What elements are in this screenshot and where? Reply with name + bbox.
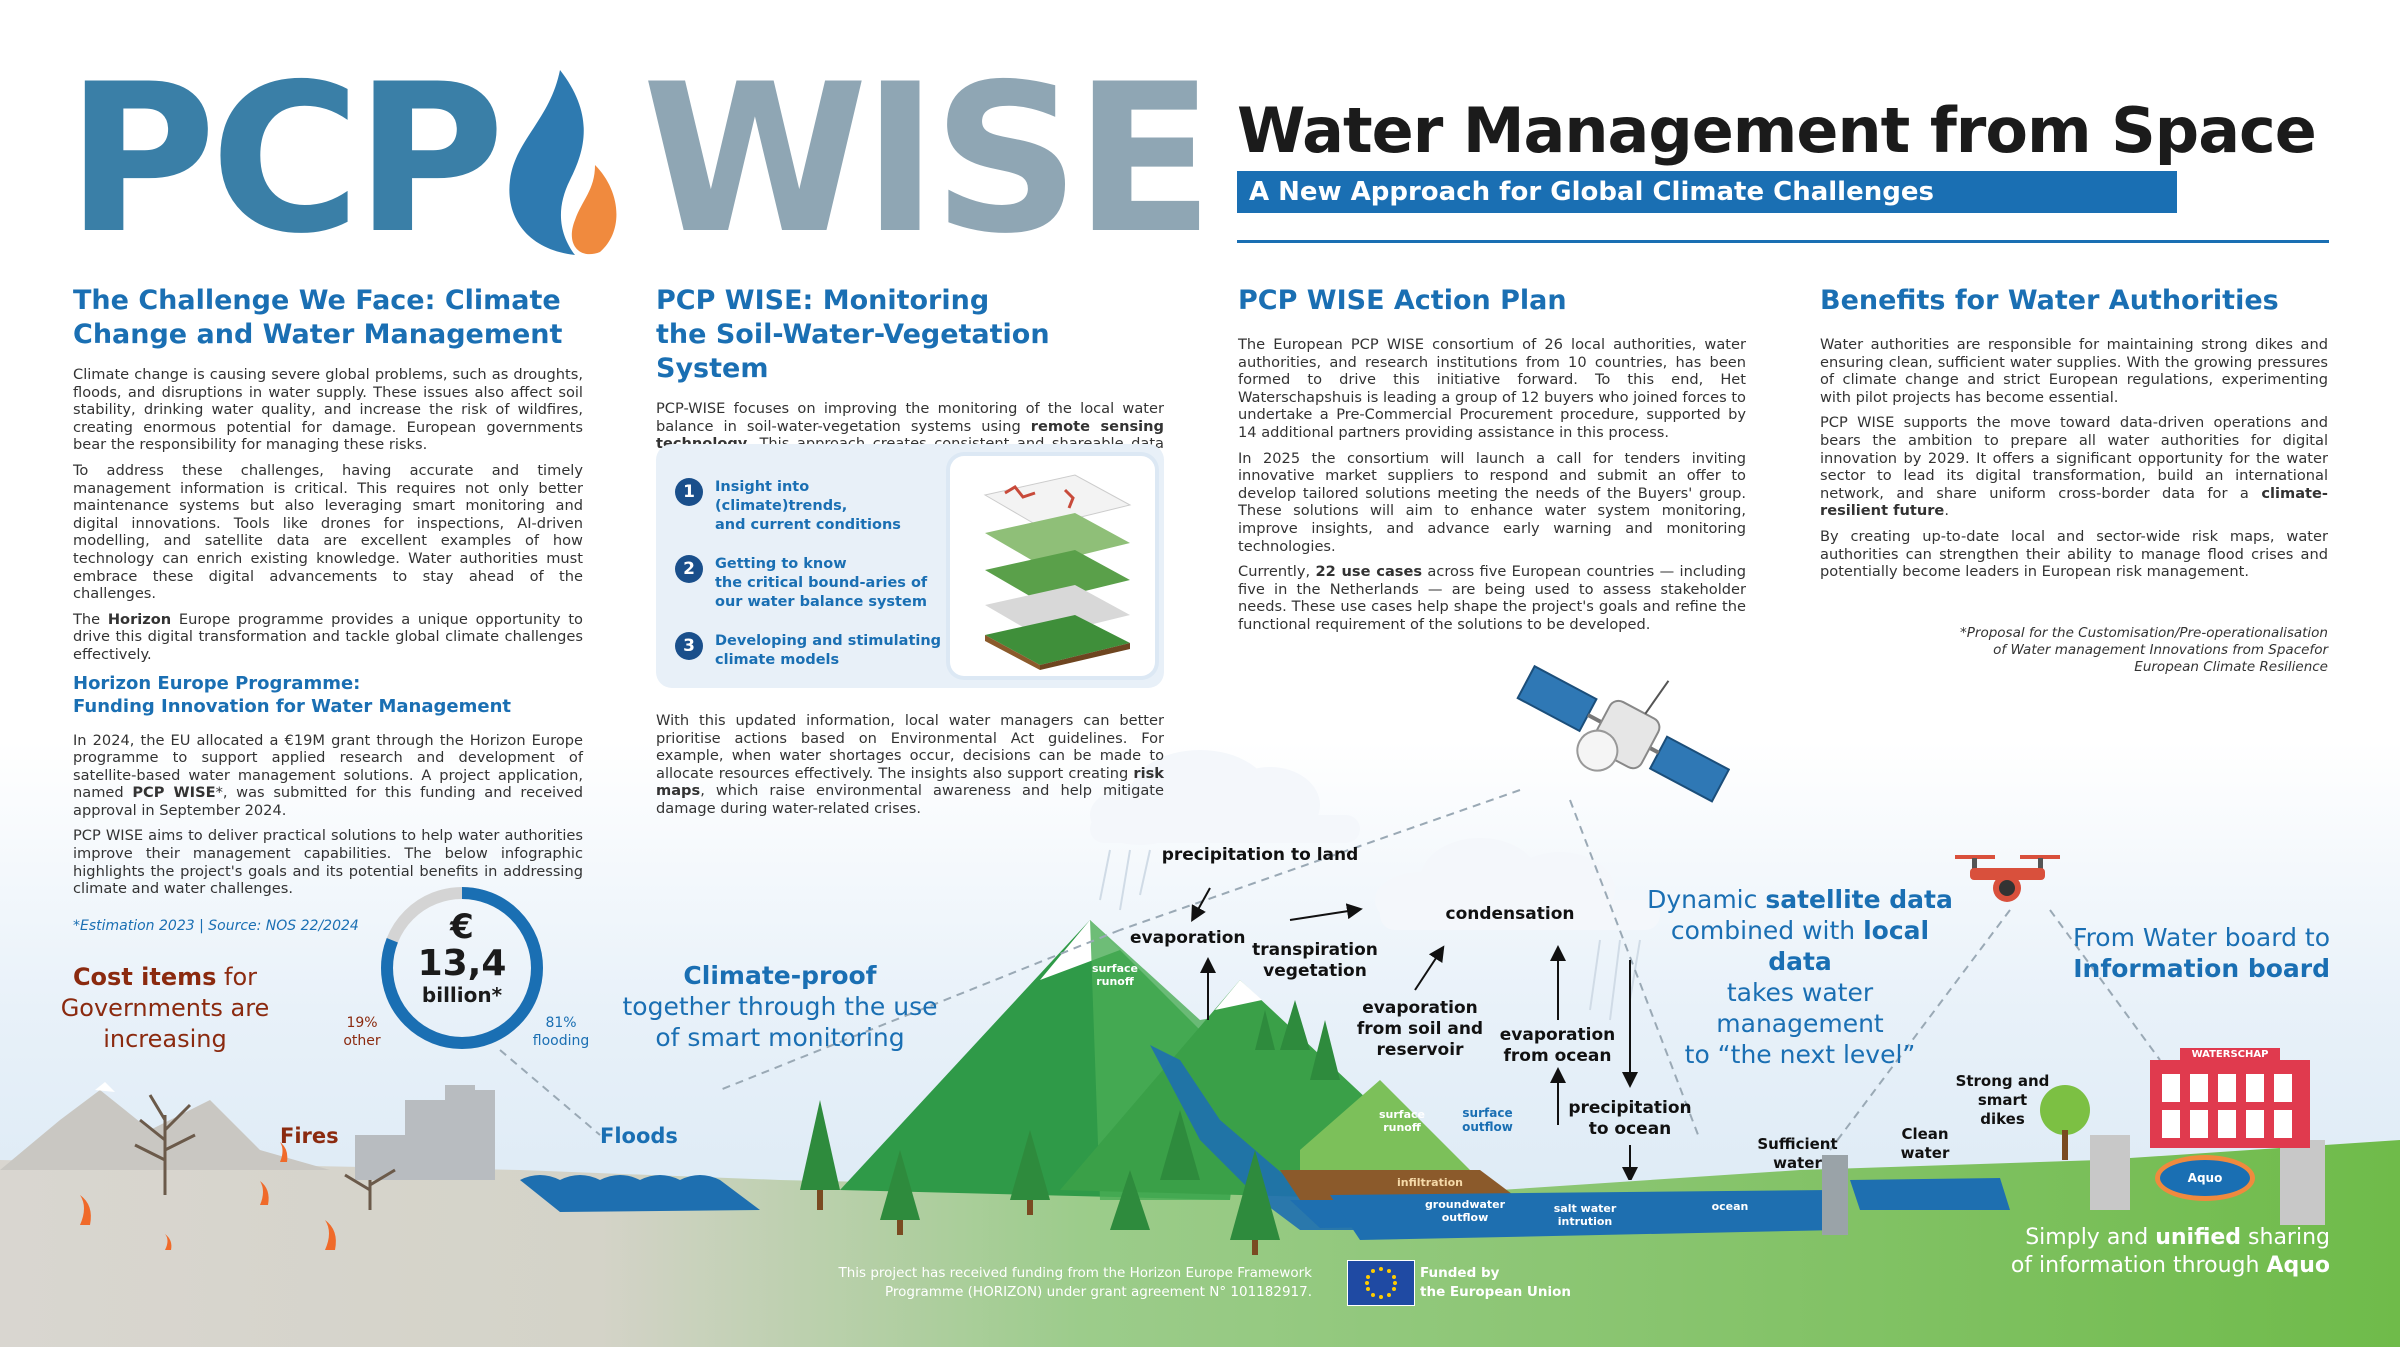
step-number-badge: 3 — [675, 632, 703, 660]
donut-center: € 13,4 billion* — [378, 910, 546, 1006]
monitoring-text-2: With this updated information, local wat… — [656, 712, 1164, 817]
pct-flooding: 81%flooding — [532, 1015, 590, 1049]
soil-layers-illustration — [983, 474, 1132, 670]
proposal-note: *Proposal for the Customisation/Pre-oper… — [1960, 624, 2328, 675]
aquo-logo: Aquo — [2160, 1160, 2250, 1196]
estimation-footnote: *Estimation 2023 | Source: NOS 22/2024 — [73, 917, 359, 934]
page-title: Water Management from Space — [1237, 94, 2317, 167]
step-number-badge: 1 — [675, 478, 703, 506]
waterschap-building: WATERSCHAP — [2150, 1048, 2310, 1148]
benefits-heading: Benefits for Water Authorities — [1820, 285, 2279, 316]
donut-flooding-segment — [381, 887, 543, 1049]
column-action-plan: PCP WISE Action Plan The European PCP WI… — [1238, 284, 1746, 642]
horizon-text: In 2024, the EU allocated a €19M grant t… — [73, 731, 583, 898]
column-benefits: Benefits for Water Authorities Water aut… — [1820, 284, 2328, 676]
euro-symbol: € — [450, 907, 474, 947]
groundwater-outflow-label: groundwater outflow — [1424, 1198, 1506, 1224]
step-text: Insight into (climate)trends,and current… — [715, 479, 901, 533]
logo-wise: WISE — [642, 41, 1214, 279]
aquo-sharing-label: Simply and unified sharing of informatio… — [2010, 1225, 2330, 1278]
donut-value: 13,4 — [417, 943, 507, 984]
floods-label: Floods — [600, 1124, 678, 1148]
challenge-text: Climate change is causing severe global … — [73, 366, 583, 663]
header-divider — [1237, 240, 2329, 243]
dynamic-data-label: Dynamic satellite data combined with loc… — [1647, 885, 1953, 1069]
pct-other: 19%other — [343, 1015, 381, 1049]
infiltration-label: infiltration — [1396, 1176, 1464, 1189]
donut-unit: billion* — [421, 983, 503, 1007]
waterschap-sign: WATERSCHAP — [2180, 1048, 2280, 1062]
evaporation-label: evaporation — [1130, 928, 1246, 948]
step-item: 1 Insight into (climate)trends,and curre… — [675, 478, 945, 535]
step-number-badge: 2 — [675, 555, 703, 583]
drone-icon — [1955, 855, 2060, 902]
benefits-text: Water authorities are responsible for ma… — [1820, 336, 2328, 581]
horizon-subheading: Horizon Europe Programme:Funding Innovat… — [73, 672, 511, 717]
cost-donut-chart — [381, 887, 543, 1049]
ocean-label: ocean — [1711, 1200, 1749, 1213]
page-subtitle: A New Approach for Global Climate Challe… — [1237, 171, 2177, 213]
logo-pcp: PCP — [66, 41, 505, 279]
precipitation-land-label: precipitation to land — [1161, 845, 1359, 865]
funding-statement: This project has received funding from t… — [838, 1265, 1312, 1300]
logo-flame-icon — [509, 70, 617, 255]
eu-flag-icon — [1347, 1260, 1415, 1306]
satellite-icon — [1516, 664, 1730, 803]
steps-list: 1 Insight into (climate)trends,and curre… — [675, 478, 945, 670]
water-cycle-arrows — [1191, 887, 1638, 1180]
fires-label: Fires — [280, 1124, 339, 1148]
condensation-label: condensation — [1445, 904, 1575, 924]
action-plan-text: The European PCP WISE consortium of 26 l… — [1238, 336, 1746, 633]
action-plan-heading: PCP WISE Action Plan — [1238, 285, 1567, 316]
